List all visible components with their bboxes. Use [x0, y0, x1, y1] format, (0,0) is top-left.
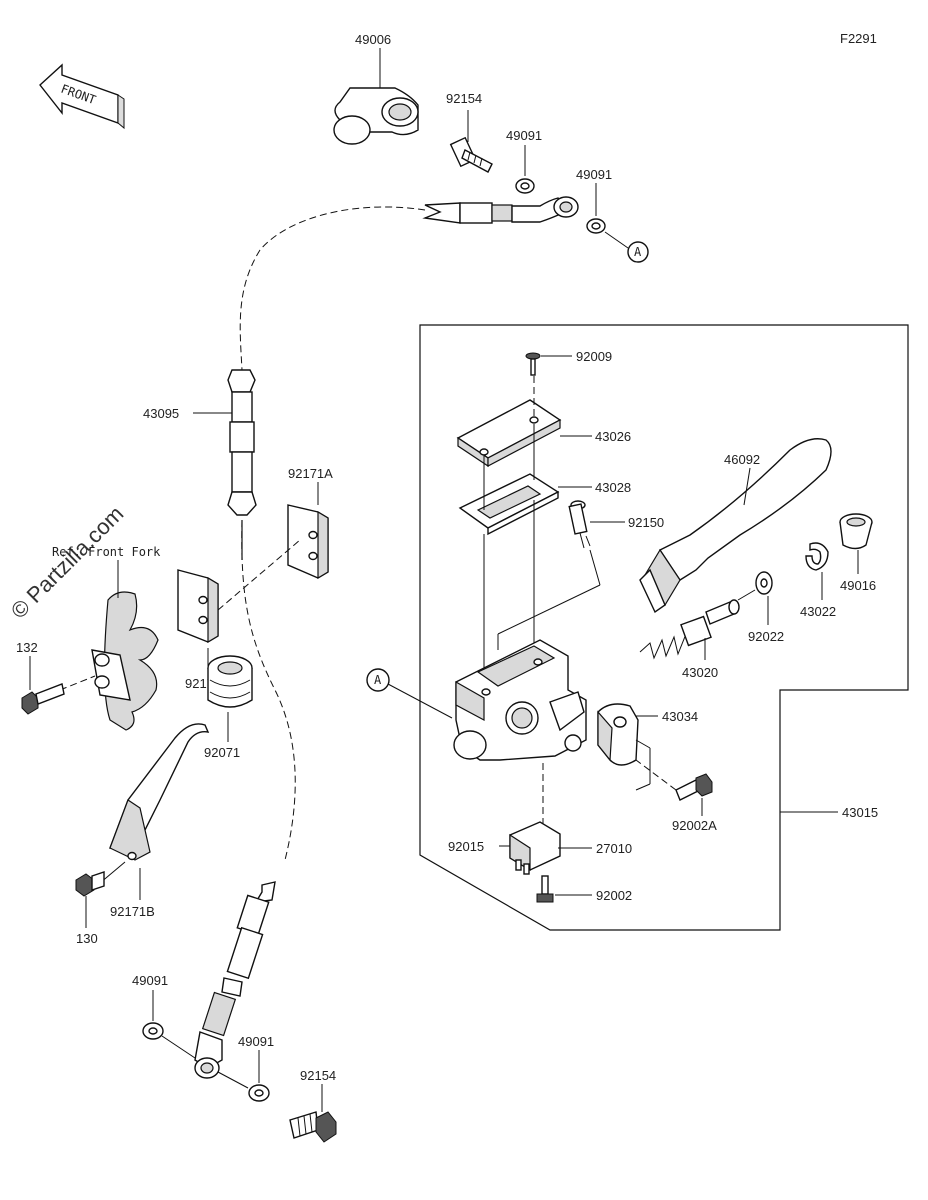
lever-bushing-part — [839, 513, 873, 550]
master-cylinder-body-part — [453, 639, 587, 761]
hose-cover-part — [333, 87, 419, 145]
part-92154-bottom: 92154 — [300, 1068, 336, 1083]
pivot-bolt-part — [568, 500, 591, 549]
banjo-bolt-top-part — [449, 136, 493, 173]
part-132: 132 — [16, 640, 38, 655]
brake-switch-part — [509, 821, 561, 875]
master-cylinder-clamp-part — [597, 703, 639, 766]
part-49091-d: 49091 — [238, 1034, 274, 1049]
diaphragm-part — [458, 473, 560, 536]
brake-hose-part — [227, 369, 257, 516]
circlip-part — [805, 542, 829, 571]
part-92071: 92071 — [204, 745, 240, 760]
part-92002: 92002 — [596, 888, 632, 903]
callout-a-top — [627, 241, 649, 263]
part-43015: 43015 — [842, 805, 878, 820]
part-92171B: 92171B — [110, 904, 155, 919]
part-43095: 43095 — [143, 406, 179, 421]
bolt-132-part — [21, 683, 65, 715]
piston-kit-part — [639, 599, 740, 660]
callout-a-master-letter: A — [374, 673, 382, 687]
front-fork-guard-part — [91, 591, 159, 731]
part-43034: 43034 — [662, 709, 698, 724]
master-cylinder-assembly-box — [419, 324, 909, 931]
grommet-part — [207, 655, 253, 708]
part-92002A: 92002A — [672, 818, 717, 833]
part-130: 130 — [76, 931, 98, 946]
part-49006: 49006 — [355, 32, 391, 47]
switch-screw-part — [536, 875, 554, 903]
part-92015: 92015 — [448, 839, 484, 854]
part-27010: 27010 — [596, 841, 632, 856]
hose-clamp-a-part — [287, 504, 329, 580]
hose-upper-fitting — [422, 196, 579, 224]
bolt-130-part — [75, 871, 105, 897]
part-43020: 43020 — [682, 665, 718, 680]
part-92150: 92150 — [628, 515, 664, 530]
hose-bracket-b-part — [109, 723, 210, 861]
part-43028: 43028 — [595, 480, 631, 495]
part-92154-top: 92154 — [446, 91, 482, 106]
part-49091-a: 49091 — [506, 128, 542, 143]
brake-lever-part — [639, 438, 832, 614]
part-49016: 49016 — [840, 578, 876, 593]
callout-a-top-letter: A — [634, 245, 642, 259]
part-43026: 43026 — [595, 429, 631, 444]
hose-clamp-part — [177, 569, 219, 644]
part-43022: 43022 — [800, 604, 836, 619]
part-49091-b: 49091 — [576, 167, 612, 182]
screw-92009-part — [525, 352, 541, 376]
part-92009: 92009 — [576, 349, 612, 364]
figure-code: F2291 — [840, 31, 877, 46]
part-46092: 46092 — [724, 452, 760, 467]
part-49091-c: 49091 — [132, 973, 168, 988]
callout-a-master — [366, 668, 390, 692]
front-arrow-icon: FRONT — [39, 63, 125, 130]
part-92171A: 92171A — [288, 466, 333, 481]
banjo-bolt-bottom-part — [289, 1111, 337, 1143]
hose-lower-fitting — [194, 881, 276, 1079]
part-92022: 92022 — [748, 629, 784, 644]
ref-front-fork-note: Ref. Front Fork — [52, 545, 161, 559]
reservoir-cap-part — [456, 399, 562, 468]
clamp-bolt-part — [675, 773, 713, 801]
